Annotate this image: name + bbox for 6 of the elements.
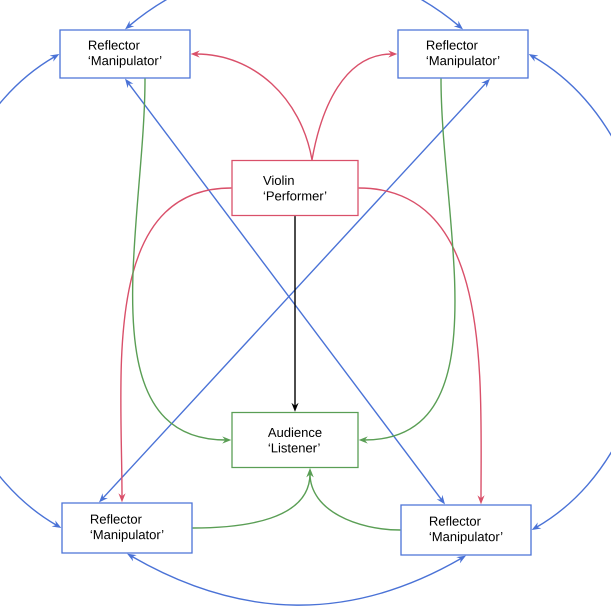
reflector-box: Reflector ‘Manipulator’	[61, 502, 193, 554]
process-box: Violin ‘Performer’	[231, 160, 359, 216]
process-box: Audience ‘Listener’	[231, 412, 359, 468]
reflector-box: Reflector ‘Manipulator’	[397, 29, 529, 79]
reflector-box: Reflector ‘Manipulator’	[59, 29, 191, 79]
reflector-box: Reflector ‘Manipulator’	[400, 504, 532, 556]
